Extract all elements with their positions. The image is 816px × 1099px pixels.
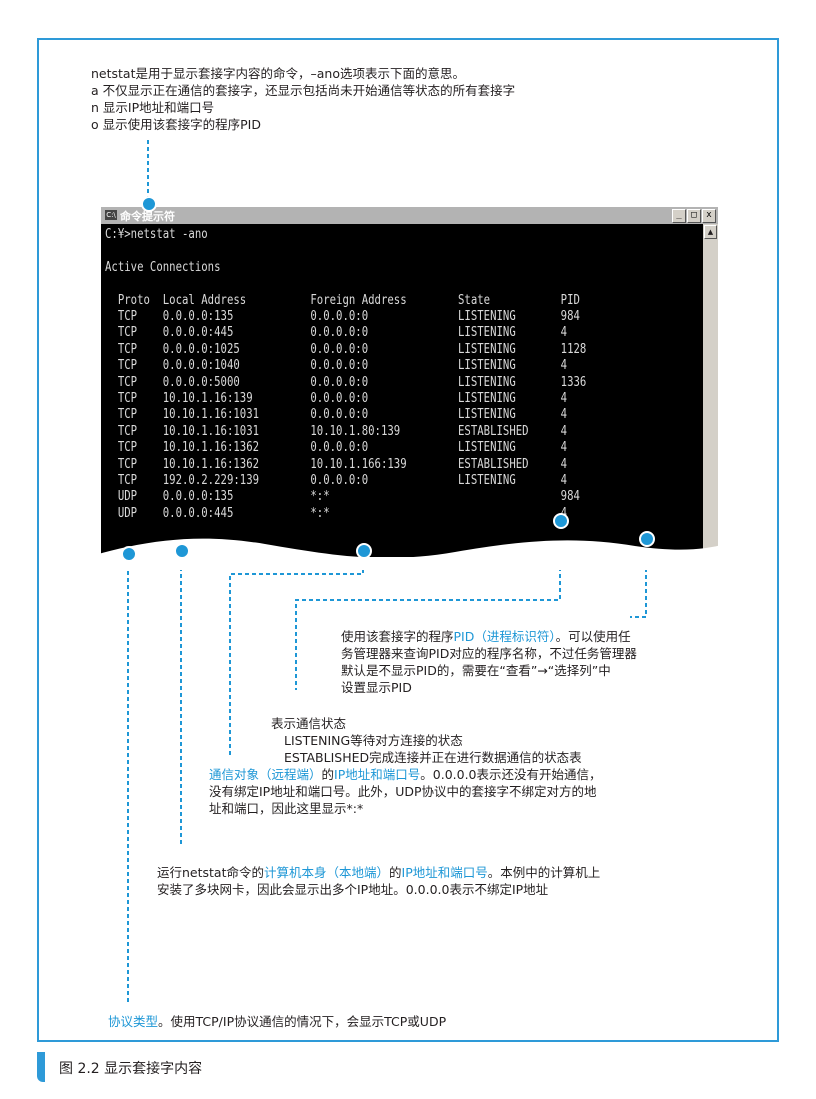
console-line: TCP 10.10.1.16:139 0.0.0.0:0 LISTENING 4 (105, 391, 568, 406)
highlighted-term: IP地址和端口号 (401, 865, 488, 880)
note-text: 。0.0.0.0表示还没有开始通信， (420, 767, 602, 782)
caption-accent-bar (37, 1052, 45, 1082)
local-address-note: 运行netstat命令的计算机本身（本地端）的IP地址和端口号。本例中的计算机上… (157, 864, 600, 898)
note-text: 安装了多块网卡，因此会显示出多个IP地址。0.0.0.0表示不绑定IP地址 (157, 882, 549, 897)
note-line: 协议类型。使用TCP/IP协议通信的情况下，会显示TCP或UDP (108, 1013, 446, 1030)
note-text: 的 (389, 865, 402, 880)
note-text: 。本例中的计算机上 (487, 865, 601, 880)
highlighted-term: 协议类型 (108, 1014, 159, 1029)
note-line: 址和端口，因此这里显示*:* (209, 800, 602, 817)
state-note: 表示通信状态 LISTENING等待对方连接的状态 ESTABLISHED完成连… (271, 715, 582, 766)
option-line: n 显示IP地址和端口号 (91, 100, 215, 115)
console-line: TCP 192.0.2.229:139 0.0.0.0:0 LISTENING … (105, 473, 568, 488)
scroll-up-arrow-icon[interactable]: ▲ (704, 225, 717, 239)
console-line: TCP 10.10.1.16:1031 0.0.0.0:0 LISTENING … (105, 407, 568, 423)
note-line: 默认是不显示PID的，需要在“查看”→“选择列”中 (341, 662, 637, 679)
option-line: a 不仅显示正在通信的套接字，还显示包括尚未开始通信等状态的所有套接字 (91, 83, 516, 98)
note-text: 使用该套接字的程序 (341, 629, 454, 644)
marker-dot (121, 546, 137, 562)
state-established: ESTABLISHED完成连接并正在进行数据通信的状态表 (284, 750, 582, 765)
marker-dot (553, 513, 569, 529)
highlighted-term: IP地址和端口号 (334, 767, 421, 782)
console-icon: C:\ (105, 210, 117, 220)
note-line: 使用该套接字的程序PID（进程标识符）。可以使用任 (341, 628, 637, 645)
figure-frame (37, 38, 779, 1042)
console-line: C:¥>netstat -ano (105, 227, 208, 242)
option-explanation: netstat是用于显示套接字内容的命令，–ano选项表示下面的意思。 a 不仅… (91, 65, 515, 133)
torn-edge (95, 538, 725, 570)
console-line: TCP 10.10.1.16:1362 0.0.0.0:0 LISTENING … (105, 440, 568, 456)
title-bar[interactable]: C:\ 命令提示符 _ □ x (101, 207, 718, 224)
console-line: TCP 0.0.0.0:1040 0.0.0.0:0 LISTENING 4 (105, 358, 568, 374)
console-line: TCP 10.10.1.16:1362 10.10.1.166:139 ESTA… (105, 456, 568, 472)
pid-note: 使用该套接字的程序PID（进程标识符）。可以使用任务管理器来查询PID对应的程序… (341, 628, 637, 696)
marker-dot (174, 543, 190, 559)
marker-dot (356, 543, 372, 559)
close-button[interactable]: x (702, 209, 716, 223)
note-text: 。使用TCP/IP协议通信的情况下，会显示TCP或UDP (158, 1014, 447, 1029)
foreign-address-note: 通信对象（远程端）的IP地址和端口号。0.0.0.0表示还没有开始通信，没有绑定… (209, 766, 602, 817)
note-text: 的 (321, 767, 335, 782)
note-line: 设置显示PID (341, 679, 637, 696)
note-text: 设置显示PID (341, 680, 412, 695)
console-line: TCP 0.0.0.0:445 0.0.0.0:0 LISTENING 4 (105, 325, 568, 341)
highlighted-term: 通信对象（远程端） (209, 767, 322, 782)
console-line: UDP 0.0.0.0:135 *:* 984 (105, 489, 580, 505)
console-line: TCP 0.0.0.0:1025 0.0.0.0:0 LISTENING 112… (105, 341, 587, 357)
note-line: 通信对象（远程端）的IP地址和端口号。0.0.0.0表示还没有开始通信， (209, 766, 602, 783)
note-text: 默认是不显示PID的，需要在“查看”→“选择列”中 (341, 663, 611, 678)
figure-caption: 图 2.2 显示套接字内容 (59, 1061, 203, 1077)
note-text: 运行netstat命令的 (157, 865, 264, 880)
note-line: 务管理器来查询PID对应的程序名称，不过任务管理器 (341, 645, 637, 662)
maximize-button[interactable]: □ (687, 209, 701, 223)
connector-pid (630, 540, 647, 618)
console-line: TCP 10.10.1.16:1031 10.10.1.80:139 ESTAB… (105, 423, 568, 439)
note-text: 址和端口，因此这里显示*:* (209, 801, 364, 816)
note-line: 安装了多块网卡，因此会显示出多个IP地址。0.0.0.0表示不绑定IP地址 (157, 881, 600, 898)
console-line: UDP 0.0.0.0:445 *:* 4 (105, 505, 568, 521)
note-text: 务管理器来查询PID对应的程序名称，不过任务管理器 (341, 646, 637, 661)
highlighted-term: PID（进程标识符） (453, 629, 556, 644)
console-line: TCP 0.0.0.0:135 0.0.0.0:0 LISTENING 984 (105, 309, 580, 324)
note-text: 没有绑定IP地址和端口号。此外，UDP协议中的套接字不绑定对方的地 (209, 784, 597, 799)
console-line: Active Connections (105, 259, 221, 275)
proto-note: 协议类型。使用TCP/IP协议通信的情况下，会显示TCP或UDP (108, 1013, 446, 1030)
marker-dot (639, 531, 655, 547)
window-title: 命令提示符 (120, 210, 175, 223)
highlighted-term: 计算机本身（本地端） (264, 865, 390, 880)
note-text: 。可以使用任 (555, 629, 631, 644)
note-line: 运行netstat命令的计算机本身（本地端）的IP地址和端口号。本例中的计算机上 (157, 864, 600, 881)
minimize-button[interactable]: _ (672, 209, 686, 223)
console-line: Proto Local Address Foreign Address Stat… (105, 292, 580, 308)
note-line: 没有绑定IP地址和端口号。此外，UDP协议中的套接字不绑定对方的地 (209, 783, 602, 800)
marker-dot (141, 196, 157, 212)
option-line: o 显示使用该套接字的程序PID (91, 117, 261, 132)
state-note-title: 表示通信状态 (271, 716, 347, 731)
state-listening: LISTENING等待对方连接的状态 (284, 733, 463, 748)
console-line: TCP 0.0.0.0:5000 0.0.0.0:0 LISTENING 133… (105, 374, 587, 390)
option-line: netstat是用于显示套接字内容的命令，–ano选项表示下面的意思。 (91, 66, 465, 81)
vertical-scrollbar[interactable]: ▲ (703, 224, 718, 557)
